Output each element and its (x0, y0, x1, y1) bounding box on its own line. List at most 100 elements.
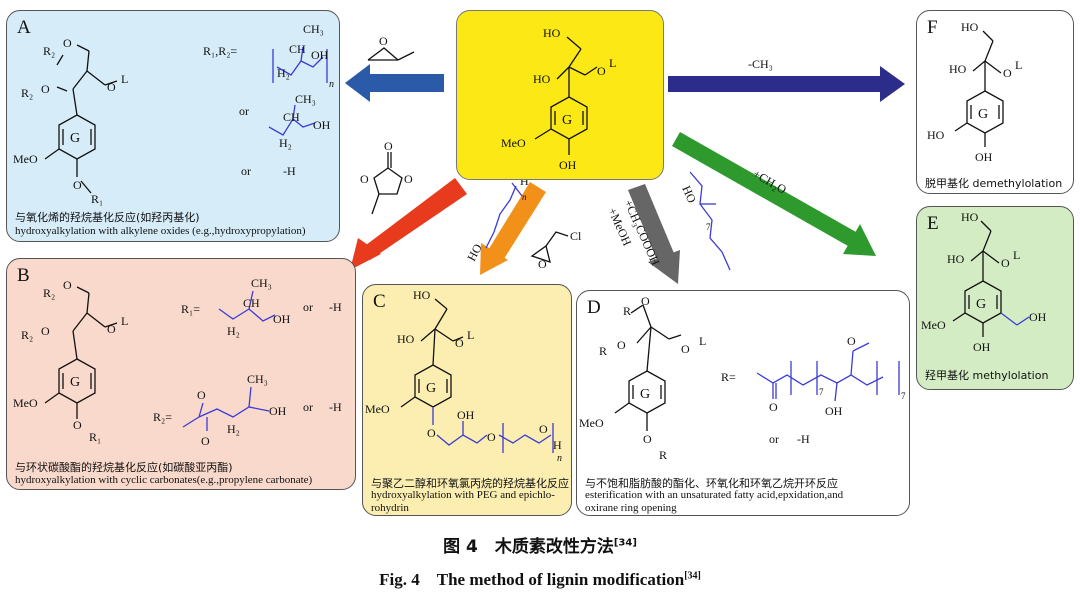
d-or: or (769, 432, 779, 446)
center-l: L (609, 56, 616, 70)
epi-o: O (538, 257, 547, 271)
carbonate-o2: O (360, 172, 369, 186)
d-meo: MeO (579, 416, 604, 430)
box-c-letter: C (373, 291, 386, 312)
e-ring-g: G (976, 297, 986, 312)
a-n: n (329, 79, 334, 90)
b-r2-mid: R₂ (21, 328, 33, 342)
b-r2-top: R₂ (43, 286, 55, 300)
d-sub7-b: 7 (901, 391, 906, 401)
arrow-to-c (480, 182, 546, 275)
arrow-to-f (668, 66, 905, 102)
b-r2-definition: R₂= (153, 410, 172, 424)
f-ho-ring: HO (927, 128, 945, 142)
a-r2-top: R₂ (43, 44, 55, 58)
d-r-top: R (623, 304, 631, 318)
b-o-bottom: O (73, 418, 82, 432)
figure-caption-en: Fig. 4 The method of lignin modification… (0, 565, 1080, 590)
a-l: L (121, 72, 128, 86)
a-r-definition: R₁,R₂= (203, 44, 237, 58)
box-b-letter: B (17, 265, 30, 286)
b-r1-definition: R₁= (181, 302, 200, 316)
c-meo: MeO (365, 402, 390, 416)
a-h2: H₂ (277, 66, 290, 80)
fatty-acid-reagent (689, 171, 731, 271)
d-o-bottom: O (643, 432, 652, 446)
a-oh-b: OH (313, 118, 331, 132)
carbonate-o3: O (404, 172, 413, 186)
c-ether-o2: O (487, 430, 496, 444)
fatty-acid-sub: 7 (706, 222, 711, 232)
e-o: O (1001, 256, 1010, 270)
c-ho-top: HO (413, 288, 431, 302)
figure-ref-zh: [34] (613, 537, 637, 549)
a-o1: O (63, 36, 72, 50)
box-f-structure: HO HO O L G HO OH (927, 20, 1022, 164)
b-r1: R₁ (89, 430, 101, 444)
f-oh: OH (975, 150, 993, 164)
d-carbonyl-o: O (769, 400, 778, 414)
box-e-structure: HO HO O L G MeO OH OH (921, 210, 1047, 354)
box-c-caption-en2: rohydrin (371, 502, 409, 514)
a-minus-h: -H (283, 164, 296, 178)
f-o: O (1003, 66, 1012, 80)
a-or1: or (239, 104, 249, 118)
peg-reagent (485, 182, 523, 249)
d-l: L (699, 334, 706, 348)
d-oh: OH (825, 404, 843, 418)
box-d-caption-zh: 与不饱和脂肪酸的酯化、环氧化和环氧乙烷开环反应 (585, 477, 838, 490)
d-o3: O (681, 342, 690, 356)
d-minus-h: -H (797, 432, 810, 446)
c-l: L (467, 328, 474, 342)
a-ch: CH (289, 42, 306, 56)
peg-n: n (522, 192, 527, 202)
a-o3: O (107, 80, 116, 94)
epi-cl: Cl (570, 229, 582, 243)
center-lignin-unit: HO HO O L G MeO OH (456, 10, 664, 180)
b-ring-g: G (70, 375, 80, 390)
c-ho-mid: HO (397, 332, 415, 346)
box-b-caption-zh: 与环状碳酸酯的羟烷基化反应(如碳酸亚丙酯) (15, 461, 233, 474)
box-d-letter: D (587, 297, 601, 318)
b-meo: MeO (13, 396, 38, 410)
a-ring-g: G (70, 131, 80, 146)
f-ho-top: HO (961, 20, 979, 34)
figure-caption-en-text: Fig. 4 The method of lignin modification (379, 570, 685, 589)
b-carbonyl-o-top: O (197, 388, 206, 402)
f-l: L (1015, 58, 1022, 72)
arrow-to-d (628, 184, 680, 284)
b-minus-h1: -H (329, 300, 342, 314)
box-a-caption-zh: 与氧化烯的羟烷基化反应(如羟丙基化) (15, 211, 200, 224)
b-carbonyl-o: O (201, 434, 210, 448)
box-a-letter: A (17, 17, 31, 38)
b-o1: O (63, 278, 72, 292)
e-ho-top: HO (961, 210, 979, 224)
box-f-letter: F (927, 17, 938, 38)
box-d-caption-en1: esterification with an unsaturated fatty… (585, 489, 844, 501)
b-o3: O (107, 322, 116, 336)
a-o2: O (41, 82, 50, 96)
b-o2: O (41, 324, 50, 338)
e-meo: MeO (921, 318, 946, 332)
box-b-caption-en: hydroxyalkylation with cyclic carbonates… (15, 474, 313, 486)
b-minus-h2: -H (329, 400, 342, 414)
box-a-hydroxyalkylation-alkylene-oxides: A R₂ O R₂ O O (6, 10, 340, 242)
figure-caption-zh-text: 图 4 木质素改性方法 (443, 537, 614, 557)
a-h2-b: H₂ (279, 136, 292, 150)
box-e-letter: E (927, 213, 939, 234)
box-f-demethylation: F HO HO O L G HO OH 脱甲基化 demethylolation (916, 10, 1074, 194)
propylene-oxide-reagent (367, 47, 415, 61)
box-c-structure: HO HO O L G MeO O OH O O H n (365, 288, 562, 464)
c-o: O (455, 336, 464, 350)
e-ho-mid: HO (947, 252, 965, 266)
arrow-to-a (345, 64, 444, 102)
f-ho-mid: HO (949, 62, 967, 76)
a-r2-mid: R₂ (21, 86, 33, 100)
propylene-carbonate-reagent (371, 152, 403, 215)
d-r-mid: R (599, 344, 607, 358)
center-oh: OH (559, 158, 577, 172)
lignin-structure: HO HO O L G MeO OH (501, 26, 616, 172)
d-r-bottom: R (659, 448, 667, 462)
center-ho-top: HO (543, 26, 561, 40)
